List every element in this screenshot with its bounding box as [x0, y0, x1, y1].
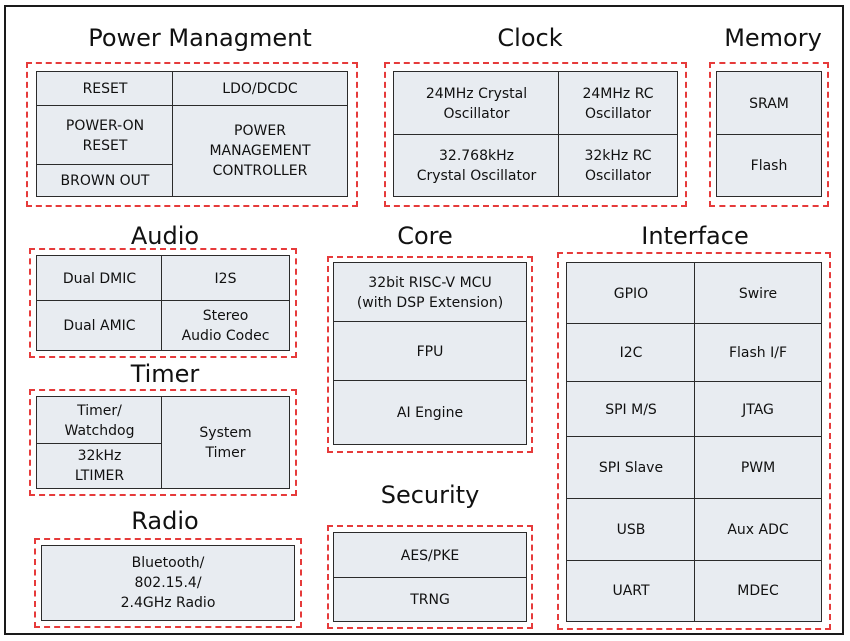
ltimer-cell: 32kHz LTIMER — [74, 448, 125, 484]
dual-amic-cell: Dual AMIC — [63, 317, 136, 334]
radio-block: Bluetooth/ 802.15.4/ 2.4GHz Radio — [41, 545, 295, 621]
trng-cell: TRNG — [410, 591, 450, 608]
gpio-cell: GPIO — [613, 285, 649, 302]
swire-cell: Swire — [738, 285, 778, 302]
flash-cell: Flash — [750, 157, 788, 174]
aes-pke-cell: AES/PKE — [400, 547, 460, 564]
radio-title: Radio — [131, 507, 199, 535]
mdec-cell: MDEC — [737, 583, 779, 599]
diagram-frame — [4, 5, 844, 635]
audio-title: Audio — [130, 222, 200, 250]
radio-group — [34, 538, 302, 628]
bluetooth-radio-cell: Bluetooth/ 802.15.4/ 2.4GHz Radio — [120, 555, 216, 611]
pwm-cell: PWM — [740, 460, 776, 476]
core-block: 32bit RISC-V MCU (with DSP Extension) FP… — [333, 262, 527, 445]
audio-group — [29, 248, 297, 358]
dual-dmic-cell: Dual DMIC — [62, 270, 137, 287]
brown-out-cell: BROWN OUT — [60, 172, 150, 189]
clock-group — [384, 62, 687, 207]
core-title: Core — [397, 222, 453, 250]
memory-block: SRAM Flash — [716, 71, 822, 197]
audio-block: Dual DMIC I2S Dual AMIC Stereo Audio Cod… — [36, 255, 290, 351]
timer-group — [29, 389, 297, 496]
fpu-cell: FPU — [416, 343, 444, 360]
aux-adc-cell: Aux ADC — [727, 522, 789, 538]
usb-cell: USB — [616, 522, 646, 538]
power-management-group — [26, 62, 358, 207]
ldo-dcdc-cell: LDO/DCDC — [222, 81, 298, 97]
clock-title: Clock — [497, 24, 563, 52]
timer-block: Timer/ Watchdog 32kHz LTIMER System Time… — [36, 396, 290, 489]
security-group — [327, 525, 533, 629]
rc-32khz-cell: 32kHz RC Oscillator — [584, 147, 652, 184]
power-management-block: RESET LDO/DCDC POWER-ON RESET POWER MANA… — [36, 71, 348, 197]
crystal-24mhz-cell: 24MHz Crystal Oscillator — [425, 85, 528, 122]
timer-watchdog-cell: Timer/ Watchdog — [64, 402, 135, 439]
sram-cell: SRAM — [749, 95, 789, 112]
memory-title: Memory — [724, 24, 822, 52]
power-management-title: Power Managment — [88, 24, 312, 52]
jtag-cell: JTAG — [742, 401, 774, 418]
risc-v-mcu-cell: 32bit RISC-V MCU (with DSP Extension) — [356, 274, 504, 311]
power-on-reset-cell: POWER-ON RESET — [65, 117, 145, 154]
memory-group — [709, 62, 829, 207]
clock-block: 24MHz Crystal Oscillator 24MHz RC Oscill… — [393, 71, 678, 197]
i2s-cell: I2S — [214, 270, 237, 287]
flash-if-cell: Flash I/F — [728, 345, 788, 361]
spi-slave-cell: SPI Slave — [598, 460, 664, 476]
system-timer-cell: System Timer — [199, 424, 252, 461]
spi-ms-cell: SPI M/S — [605, 401, 657, 418]
crystal-32khz-cell: 32.768kHz Crystal Oscillator — [416, 147, 537, 184]
power-management-controller-cell: POWER MANAGEMENT CONTROLLER — [209, 123, 311, 179]
security-block: AES/PKE TRNG — [333, 532, 527, 622]
interface-title: Interface — [641, 222, 749, 250]
ai-engine-cell: AI Engine — [396, 404, 464, 421]
i2c-cell: I2C — [619, 345, 643, 361]
uart-cell: UART — [612, 583, 650, 599]
reset-cell: RESET — [82, 81, 128, 97]
core-group — [327, 256, 533, 453]
security-title: Security — [380, 481, 480, 509]
stereo-audio-codec-cell: Stereo Audio Codec — [181, 307, 270, 344]
interface-group — [557, 252, 831, 630]
timer-title: Timer — [130, 360, 200, 388]
rc-24mhz-cell: 24MHz RC Oscillator — [582, 85, 654, 122]
interface-block: GPIO Swire I2C Flash I/F SPI M/S JTAG SP… — [566, 262, 822, 622]
